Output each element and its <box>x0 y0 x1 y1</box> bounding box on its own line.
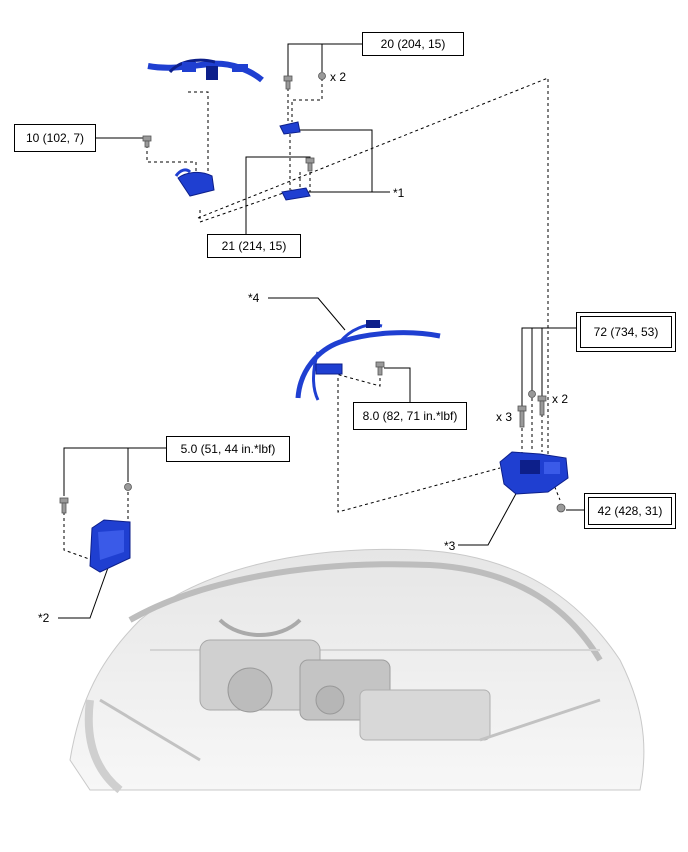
callout-3: *3 <box>444 539 456 553</box>
quantity-label: x 2 <box>552 392 569 406</box>
torque-label-42: 42 (428, 31) <box>584 493 676 529</box>
bracket-part-1-lower <box>281 187 311 201</box>
bolt-icons <box>59 72 566 514</box>
quantity-label: x 3 <box>496 410 513 424</box>
callout-2: *2 <box>38 611 50 625</box>
torque-label-8: 8.0 (82, 71 in.*lbf) <box>353 402 467 430</box>
bolt-icon <box>305 157 315 172</box>
torque-label-42-text: 42 (428, 31) <box>588 497 672 525</box>
quantity-label: x 2 <box>330 70 347 84</box>
bolt-icon <box>59 497 69 514</box>
bracket-part-1-upper <box>279 121 301 135</box>
torque-label-10: 10 (102, 7) <box>14 124 96 152</box>
torque-label-21: 21 (214, 15) <box>207 234 301 258</box>
torque-label-72-text: 72 (734, 53) <box>580 316 672 348</box>
harness-clamp-part <box>174 168 215 197</box>
nut-icon <box>528 390 536 398</box>
nut-icon <box>318 72 326 80</box>
relay-block-part-3 <box>499 451 569 495</box>
bolt-icon <box>142 135 152 148</box>
bolt-icon <box>517 405 527 428</box>
nut-icon <box>124 483 132 491</box>
leader-lines <box>58 43 584 619</box>
engine-compartment-illustration <box>69 548 645 794</box>
callout-4: *4 <box>248 291 260 305</box>
torque-label-20: 20 (204, 15) <box>362 32 464 56</box>
engine-wire-harness <box>295 320 441 401</box>
ecu-cover-part-2 <box>89 519 131 573</box>
bolt-icon <box>537 395 547 416</box>
bolt-icon <box>283 75 293 90</box>
bolt-icon <box>375 361 385 376</box>
dashed-alignment-lines <box>63 77 561 561</box>
upper-wire-harness <box>147 58 264 83</box>
nut-icon <box>556 503 566 513</box>
torque-label-5: 5.0 (51, 44 in.*lbf) <box>166 436 290 462</box>
callout-1: *1 <box>393 186 405 200</box>
torque-label-72: 72 (734, 53) <box>576 312 676 352</box>
